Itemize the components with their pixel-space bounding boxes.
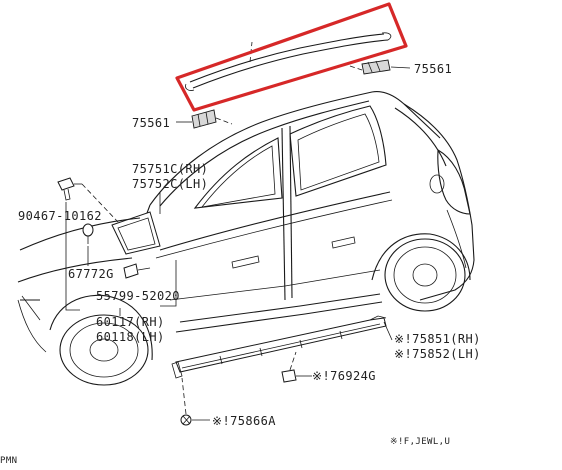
car-body (17, 91, 475, 386)
callout-60118: 60118(LH) (96, 330, 165, 344)
callout-75561-right: 75561 (414, 62, 452, 76)
callout-75752c: 75752C(LH) (132, 177, 208, 191)
roof-rack-leg-left[interactable] (191, 109, 233, 129)
roof-rack-leg-right[interactable] (349, 59, 391, 75)
callout-75751c: 75751C(RH) (132, 162, 208, 176)
leader-75851 (383, 321, 393, 341)
bracket-left (65, 202, 80, 311)
roof-rack-rail[interactable] (185, 32, 392, 91)
callout-76924g: ※!76924G (312, 369, 376, 383)
callout-75852: ※!75852(LH) (394, 347, 481, 361)
callout-75866a: ※!75866A (212, 414, 276, 428)
clip-76924g[interactable] (281, 369, 297, 383)
bracket-right (160, 260, 177, 307)
rocker-moulding[interactable] (171, 315, 387, 379)
highlight-frame (175, 2, 408, 112)
dash-76924g (289, 351, 297, 371)
corner-code: PMN (0, 456, 17, 465)
callout-75561-left: 75561 (132, 116, 170, 130)
callout-60117: 60117(RH) (96, 315, 165, 329)
callout-67772g: 67772G (68, 267, 114, 281)
footnote: ※!F,JEWL,U (390, 437, 450, 447)
dash-75866a (181, 377, 187, 415)
grommet-67772g[interactable] (82, 223, 94, 244)
clip-90467[interactable] (57, 177, 75, 201)
leader-75561-right (390, 66, 411, 69)
leader-55799 (137, 267, 151, 271)
callout-55799: 55799-52020 (96, 289, 180, 303)
callout-90467: 90467-10162 (18, 209, 102, 223)
clip-75866a[interactable] (180, 414, 192, 426)
dash-clip-to-mirror (81, 183, 119, 223)
clip-55799[interactable] (123, 263, 139, 279)
callout-75851: ※!75851(RH) (394, 332, 481, 346)
